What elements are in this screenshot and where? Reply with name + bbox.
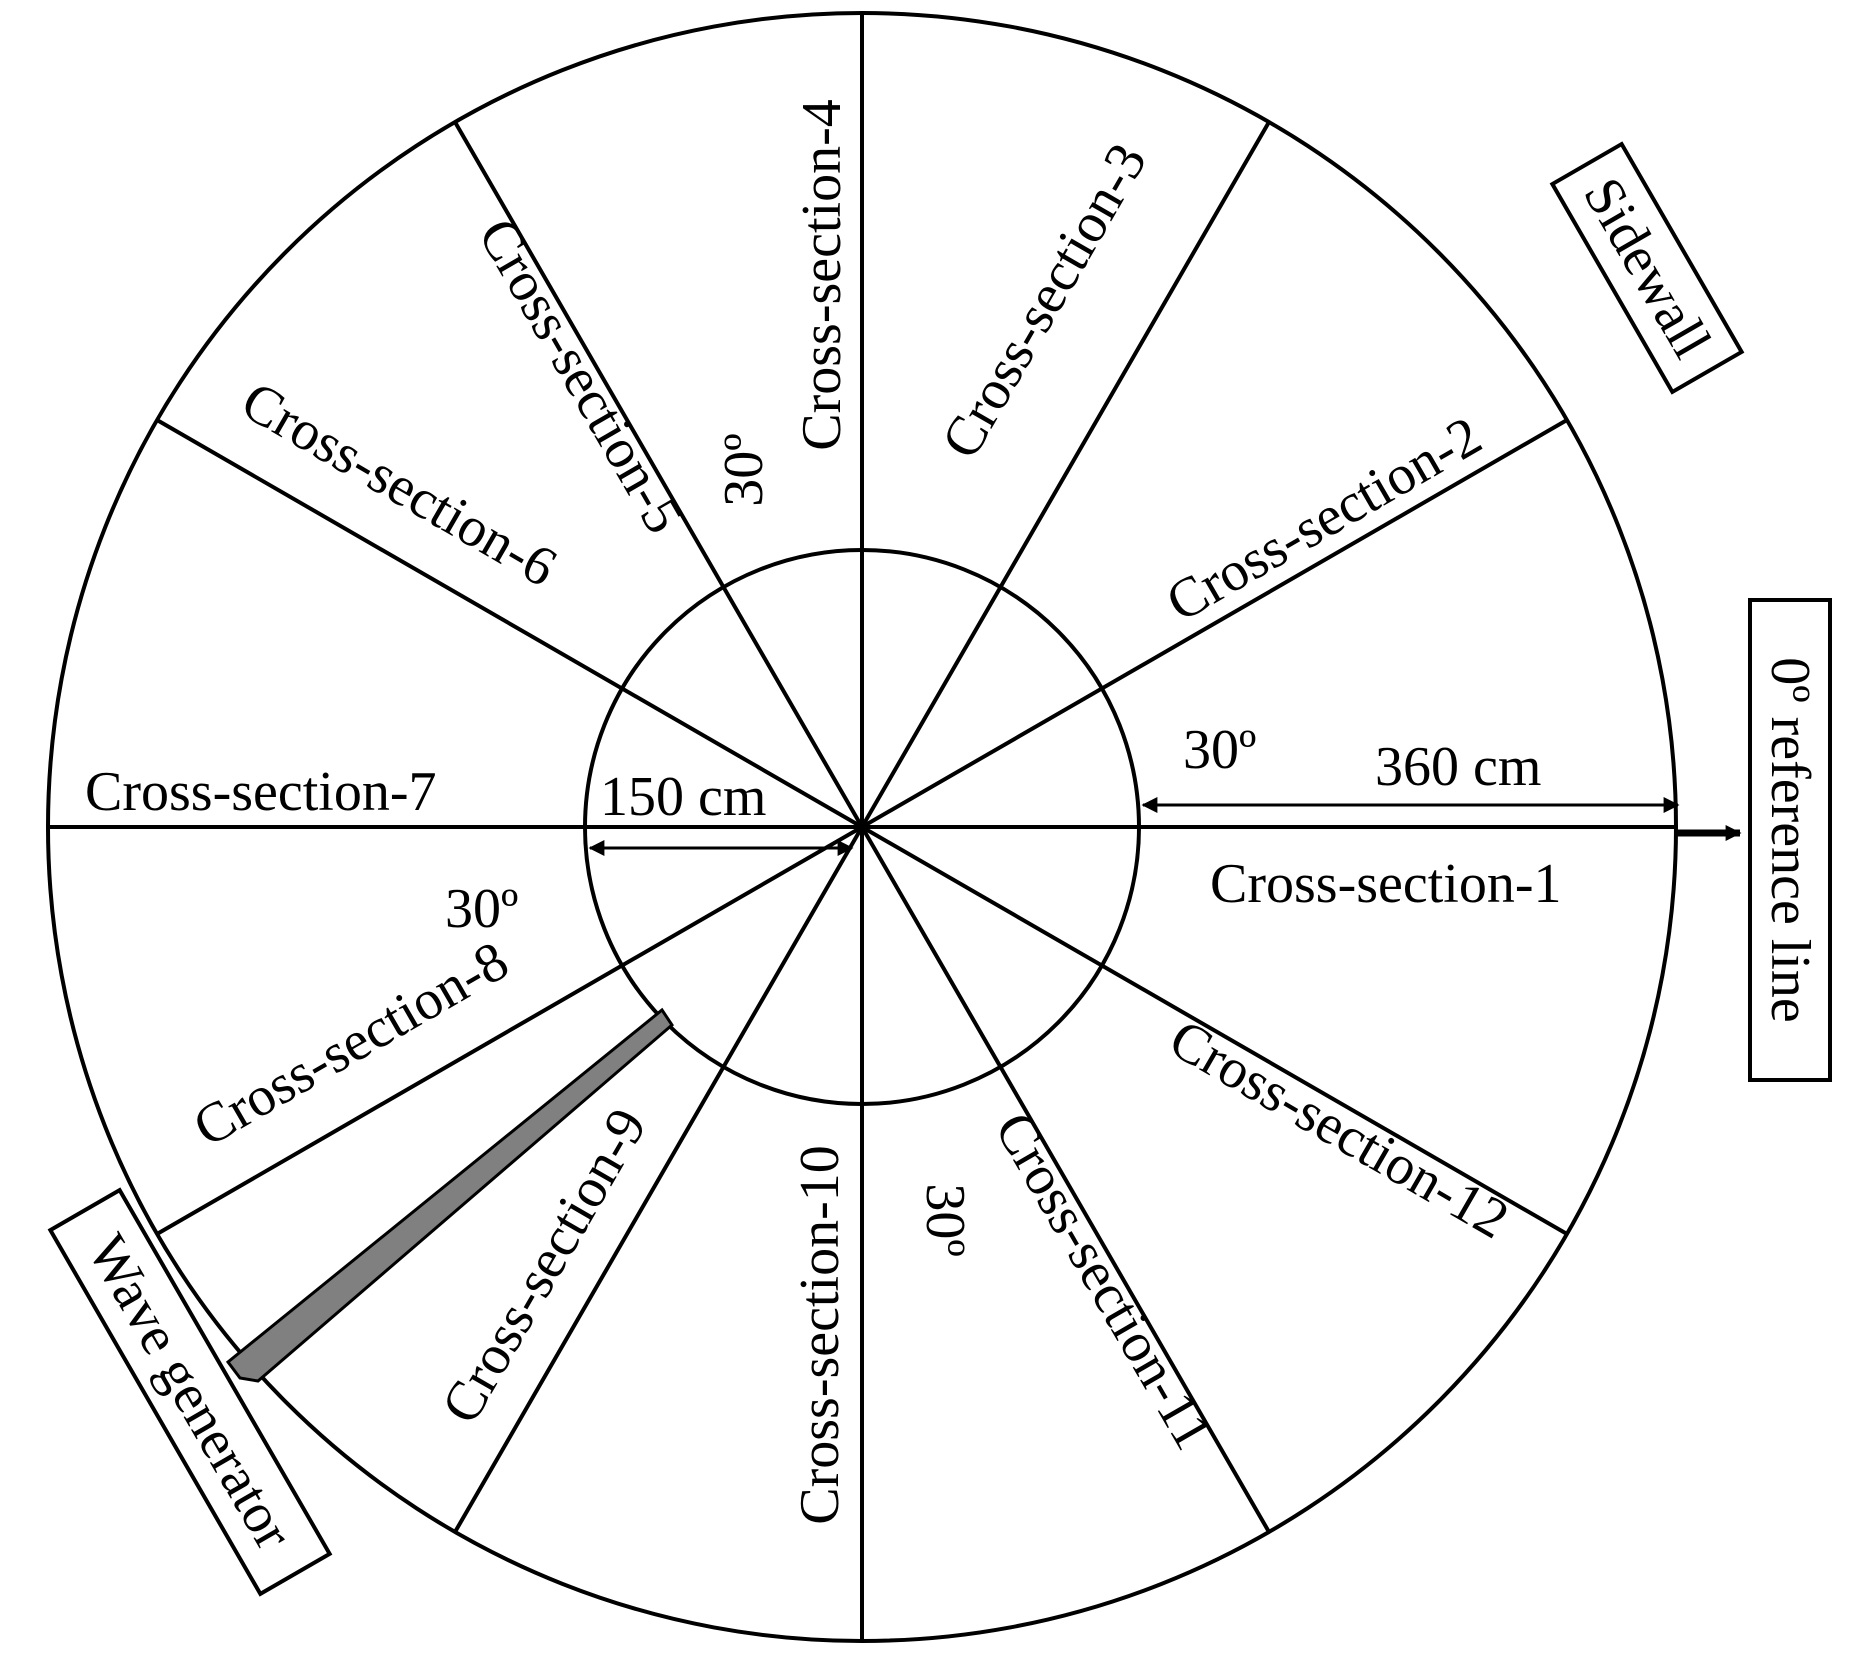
radial-line-300 xyxy=(860,826,1271,1533)
outer-dimension-label: 360 cm xyxy=(1375,736,1541,798)
angle-label-left: 30º xyxy=(445,878,518,940)
inner-dimension-label: 150 cm xyxy=(600,766,766,828)
cross-section-8-label: Cross-section-8 xyxy=(183,930,518,1159)
cross-section-3-label: Cross-section-3 xyxy=(930,133,1159,468)
sidewall-box xyxy=(1549,141,1745,395)
wave-generator-box xyxy=(47,1187,333,1597)
wave-generator-label-box: Wave generator xyxy=(47,1187,333,1597)
radial-line-210 xyxy=(156,825,863,1236)
cross-section-6-label: Cross-section-6 xyxy=(231,370,566,599)
radial-line-120 xyxy=(453,121,864,828)
cross-section-2-label: Cross-section-2 xyxy=(1156,405,1491,634)
cross-section-12-label: Cross-section-12 xyxy=(1159,1008,1519,1251)
cross-section-9-label: Cross-section-9 xyxy=(430,1098,659,1433)
radial-line-150 xyxy=(156,418,863,829)
angle-label-right: 30º xyxy=(1183,719,1256,781)
wave-generator-paddle xyxy=(225,1007,674,1383)
reference-line-label: 0º reference line xyxy=(1759,657,1821,1023)
cross-section-1-label: Cross-section-1 xyxy=(1210,853,1562,915)
angle-label-top: 30º xyxy=(713,433,775,506)
radial-line-30 xyxy=(861,418,1568,829)
radial-lines xyxy=(48,13,1676,1641)
radial-line-60 xyxy=(860,121,1271,828)
cross-section-4-label: Cross-section-4 xyxy=(791,99,853,451)
sidewall-label-box: Sidewall xyxy=(1549,141,1745,395)
cross-section-10-label: Cross-section-10 xyxy=(789,1145,851,1525)
wave-generator-label: Wave generator xyxy=(75,1224,305,1560)
radial-line-330 xyxy=(861,825,1568,1236)
angle-label-bottom: 30º xyxy=(914,1183,976,1256)
cross-section-11-label: Cross-section-11 xyxy=(982,1102,1224,1460)
radial-line-240 xyxy=(453,826,864,1533)
reference-line-label-box: 0º reference line xyxy=(1748,598,1832,1082)
cross-section-5-label: Cross-section-5 xyxy=(466,208,695,543)
cross-section-7-label: Cross-section-7 xyxy=(85,761,437,823)
reference-line-box xyxy=(1748,598,1832,1082)
